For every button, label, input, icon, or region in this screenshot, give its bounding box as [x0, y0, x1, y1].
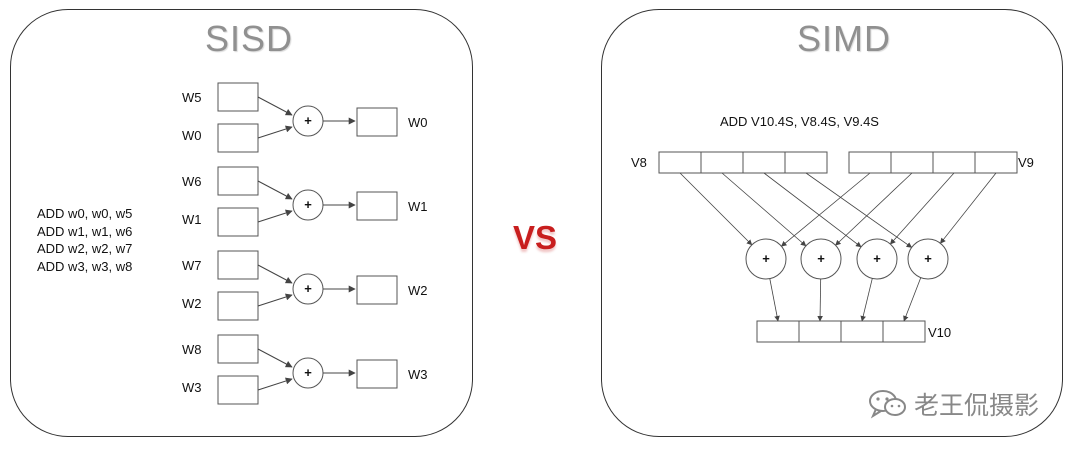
plus-symbol: +	[304, 365, 312, 380]
output-register-box	[356, 191, 398, 221]
plus-symbol: +	[817, 251, 825, 266]
code-line: ADD w1, w1, w6	[37, 223, 133, 239]
simd-instruction: ADD V10.4S, V8.4S, V9.4S	[720, 114, 879, 129]
plus-symbol: +	[304, 197, 312, 212]
input-register-label: W1	[182, 212, 202, 227]
arrow	[860, 278, 873, 322]
v9-lane-box	[848, 151, 892, 174]
v9-lane-box	[932, 151, 976, 174]
arrow	[817, 278, 823, 322]
arrow	[257, 180, 293, 200]
arrow	[257, 293, 293, 307]
input-register-box	[217, 166, 259, 196]
arrow	[769, 278, 780, 322]
input-register-label: W0	[182, 128, 202, 143]
arrow	[679, 172, 753, 246]
v8-lane-box	[700, 151, 744, 174]
output-register-label: W0	[408, 115, 428, 130]
input-register-box	[217, 207, 259, 237]
output-register-label: W3	[408, 367, 428, 382]
plus-symbol: +	[762, 251, 770, 266]
input-register-label: W5	[182, 90, 202, 105]
simd-title: SIMD	[797, 18, 891, 59]
adder-circle	[745, 238, 787, 280]
output-register-label: W1	[408, 199, 428, 214]
output-register-box	[356, 359, 398, 389]
adder-circle	[800, 238, 842, 280]
arrow	[257, 96, 293, 116]
input-register-label: W2	[182, 296, 202, 311]
plus-symbol: +	[924, 251, 932, 266]
arrow	[780, 172, 871, 247]
input-register-label: W6	[182, 174, 202, 189]
input-register-box	[217, 250, 259, 280]
v8-lane-box	[658, 151, 702, 174]
v10-lane-box	[840, 320, 884, 343]
register-label-v10: V10	[928, 325, 951, 340]
v8-lane-box	[784, 151, 828, 174]
watermark-text: 老王侃摄影	[914, 392, 1040, 420]
input-register-box	[217, 375, 259, 405]
arrow	[257, 209, 293, 223]
code-line: ADD w2, w2, w7	[37, 241, 133, 256]
v9-lane-box	[890, 151, 934, 174]
plus-symbol: +	[304, 113, 312, 128]
v10-lane-box	[882, 320, 926, 343]
arrow	[257, 264, 293, 284]
v8-lane-box	[742, 151, 786, 174]
watermark: 老王侃摄影	[868, 386, 1039, 422]
output-register-box	[356, 275, 398, 305]
output-register-box	[356, 107, 398, 137]
arrow	[721, 172, 807, 247]
wechat-icon	[869, 390, 906, 419]
sisd-code-list: ADD w0, w0, w5 ADD w1, w1, w6 ADD w2, w2…	[37, 205, 132, 275]
arrow	[889, 172, 955, 245]
simd-panel	[601, 9, 1063, 437]
arrow	[835, 172, 913, 246]
arrow	[763, 172, 862, 248]
input-register-box	[217, 82, 259, 112]
arrow	[903, 277, 922, 322]
code-line: ADD w3, w3, w8	[37, 258, 133, 274]
input-register-label: W7	[182, 258, 202, 273]
adder-circle	[856, 238, 898, 280]
input-register-label: W8	[182, 342, 202, 357]
arrow	[805, 172, 913, 248]
input-register-box	[217, 123, 259, 153]
arrow	[257, 125, 293, 139]
arrow	[940, 172, 997, 244]
v10-lane-box	[798, 320, 842, 343]
input-register-box	[217, 334, 259, 364]
input-register-label: W3	[182, 380, 202, 395]
output-register-label: W2	[408, 283, 428, 298]
input-register-box	[217, 291, 259, 321]
plus-symbol: +	[304, 281, 312, 296]
code-line: ADD w0, w0, w5	[37, 206, 133, 221]
arrow	[257, 348, 293, 368]
plus-symbol: +	[873, 251, 881, 266]
vs-label: VS	[513, 219, 558, 256]
arrow	[257, 377, 293, 391]
v10-lane-box	[756, 320, 800, 343]
sisd-title: SISD	[205, 18, 294, 59]
register-label-v9: V9	[1018, 155, 1034, 170]
adder-circle	[907, 238, 949, 280]
register-label-v8: V8	[631, 155, 647, 170]
v9-lane-box	[974, 151, 1018, 174]
